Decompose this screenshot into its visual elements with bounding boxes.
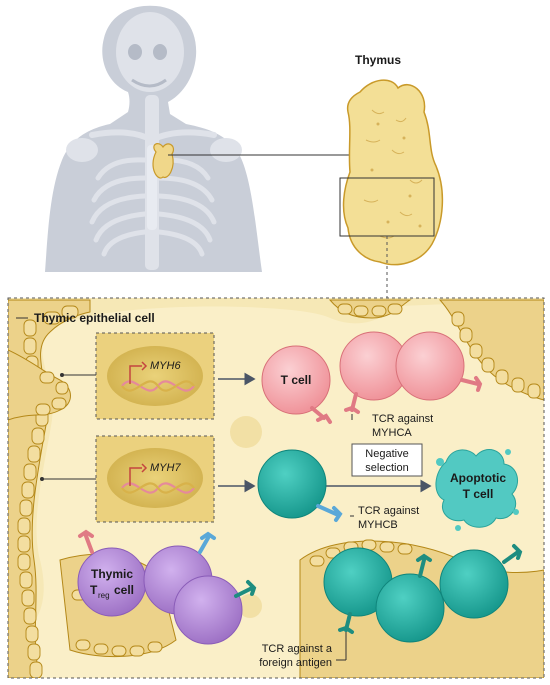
tcr-myhcb-line2: MYHCB (358, 519, 398, 531)
panel-border (7, 297, 545, 679)
gene-myh7-label: MYH7 (150, 462, 181, 474)
treg-cell: cell (114, 583, 134, 597)
negative-selection-box (351, 443, 423, 477)
foreign-line1: TCR against a (262, 643, 333, 655)
thymic-epithelial-cell-label: Thymic epithelial cell (34, 311, 155, 325)
negative-selection-line1: Negative (365, 448, 408, 460)
treg-cells (77, 529, 257, 645)
tcr-myhca-line1: TCR against (372, 413, 433, 425)
thymus-label: Thymus (355, 53, 401, 67)
apoptotic-line2: T cell (463, 487, 494, 501)
epithelial-cell-myh7 (95, 435, 215, 523)
epithelial-cell-myh6 (95, 332, 215, 420)
negative-selection-line2: selection (365, 462, 408, 474)
t-cell-teal (257, 449, 343, 522)
thymus-organ (342, 79, 444, 266)
human-silhouette (45, 5, 262, 272)
thymus-in-body (152, 143, 175, 179)
teal-t-cells-cluster (323, 544, 523, 643)
treg-sub: reg (98, 591, 110, 600)
foreign-line2: foreign antigen (259, 657, 332, 669)
t-cells-red (261, 331, 483, 424)
ribcage (89, 157, 217, 257)
treg-T: T (90, 583, 98, 597)
treg-line1: Thymic (91, 567, 133, 581)
tcr-myhca-line2: MYHCA (372, 427, 412, 439)
apoptotic-t-cell (435, 449, 519, 531)
t-cell-label: T cell (281, 373, 312, 387)
tcr-myhcb-line1: TCR against (358, 505, 419, 517)
skull-shape (116, 12, 184, 92)
apoptotic-line1: Apoptotic (450, 471, 506, 485)
gene-myh6-label: MYH6 (150, 360, 181, 372)
